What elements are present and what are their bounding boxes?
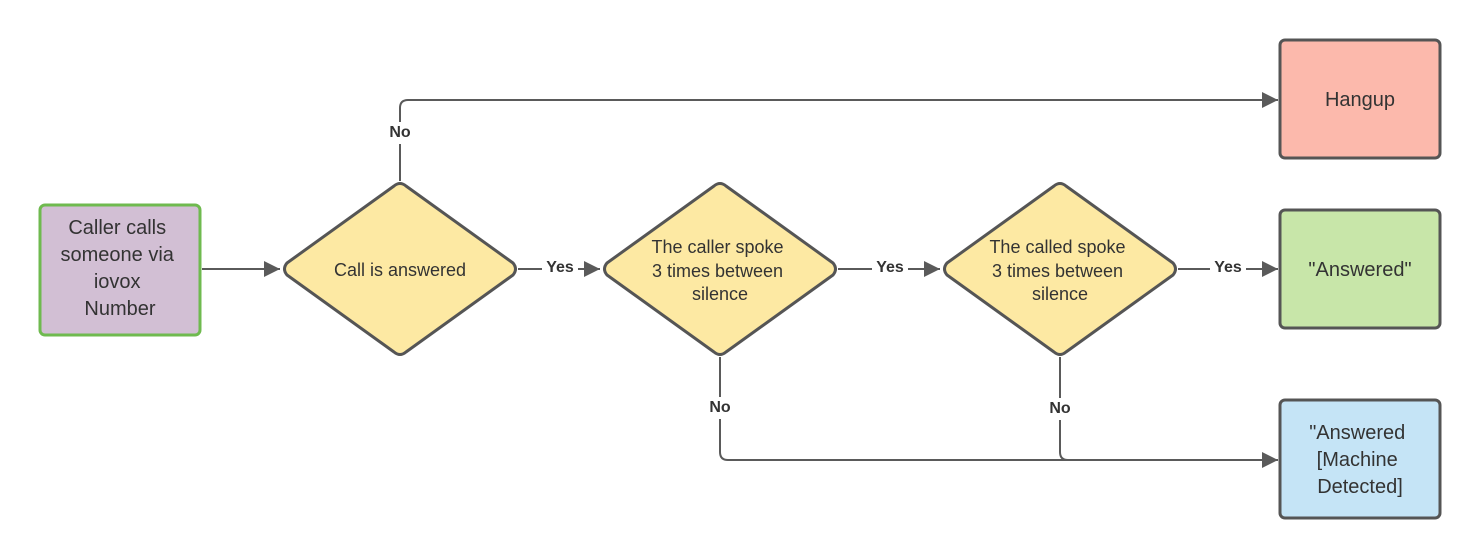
- node-answered-label: "Answered": [1308, 259, 1411, 281]
- edge-labels: No Yes Yes Yes No No: [386, 122, 1246, 420]
- node-answered: "Answered": [1278, 208, 1442, 330]
- node-caller-spoke-shape: [603, 182, 837, 356]
- node-call-answered-decision: Call is answered: [283, 182, 517, 356]
- node-called-spoke-decision: The called spoke 3 times between silence: [943, 182, 1177, 356]
- edge-label-caller-no: No: [709, 399, 731, 416]
- node-hangup-label: Hangup: [1325, 89, 1395, 111]
- node-hangup-shape: [1278, 38, 1442, 160]
- node-machine-detected-label: "Answered [Machine Detected]: [1309, 422, 1411, 498]
- node-call-answered-label: Call is answered: [334, 260, 466, 280]
- node-start-label: Caller calls someone via iovox Number: [61, 217, 180, 320]
- node-called-spoke-shape: [943, 182, 1177, 356]
- edge-answered-no-to-hangup: [399, 92, 1278, 181]
- node-start-shape: [38, 203, 202, 337]
- node-machine-detected-shape: [1278, 398, 1442, 520]
- node-hangup: Hangup: [1278, 38, 1442, 160]
- node-start: Caller calls someone via iovox Number: [38, 203, 202, 337]
- node-caller-spoke-decision: The caller spoke 3 times between silence: [603, 182, 837, 356]
- edge-label-answered-yes: Yes: [546, 259, 574, 276]
- node-caller-spoke-label: The caller spoke 3 times between silence: [651, 237, 788, 304]
- node-answered-shape: [1278, 208, 1442, 330]
- edge-label-answered-no: No: [389, 124, 411, 141]
- node-call-answered-shape: [283, 182, 517, 356]
- node-called-spoke-label: The called spoke 3 times between silence: [989, 237, 1130, 304]
- node-machine-detected: "Answered [Machine Detected]: [1278, 398, 1442, 520]
- edge-label-called-yes: Yes: [1214, 259, 1242, 276]
- edge-label-caller-yes: Yes: [876, 259, 904, 276]
- edge-called-no-to-machine: [1059, 357, 1069, 461]
- edge-caller-no-to-machine: [719, 357, 1278, 468]
- edge-label-called-no: No: [1049, 400, 1071, 417]
